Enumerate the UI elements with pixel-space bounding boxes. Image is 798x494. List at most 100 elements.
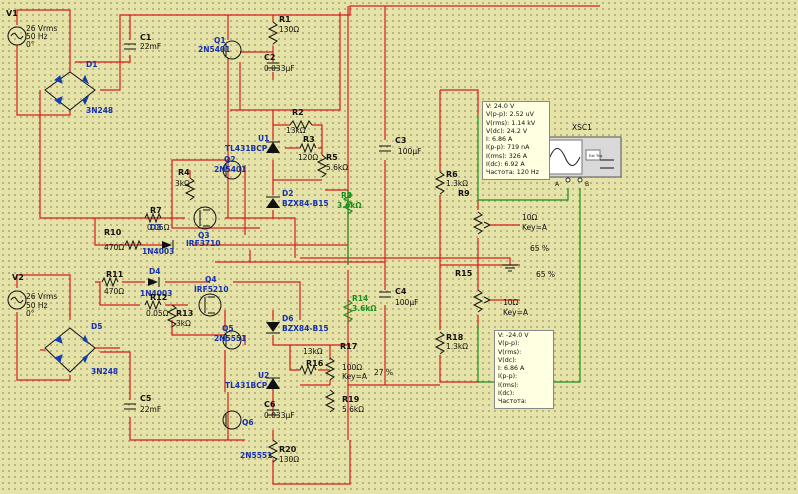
resistor-r13[interactable]: R13 3kΩ — [166, 304, 193, 328]
svg-text:470Ω: 470Ω — [104, 287, 124, 296]
svg-text:3kΩ: 3kΩ — [175, 179, 190, 188]
potentiometer-r9[interactable]: R9 10Ω Key=A 65 % — [458, 189, 549, 253]
resistor-r16[interactable]: R16 13kΩ — [299, 347, 324, 376]
svg-text:5.6kΩ: 5.6kΩ — [342, 405, 364, 414]
svg-text:13kΩ: 13kΩ — [303, 347, 323, 356]
diode-d4[interactable]: D4 1N4003 — [140, 267, 172, 298]
svg-text:50 Hz: 50 Hz — [26, 301, 48, 310]
probe-line: V: -24.0 V — [498, 332, 529, 339]
svg-text:U2: U2 — [258, 371, 269, 380]
svg-text:R12: R12 — [150, 293, 167, 302]
svg-text:Key=A: Key=A — [522, 223, 548, 232]
svg-text:Q6: Q6 — [242, 418, 254, 427]
diode-d3[interactable]: D3 1N4003 — [142, 223, 174, 256]
svg-text:Q5: Q5 — [222, 324, 234, 333]
probe-line: I(dc): 6.92 A — [486, 161, 525, 169]
svg-text:0.033µF: 0.033µF — [264, 411, 295, 420]
svg-text:3.6kΩ: 3.6kΩ — [352, 304, 377, 313]
capacitor-c4[interactable]: C4 100µF — [379, 287, 418, 307]
resistor-r14[interactable]: R14 3.6kΩ — [342, 294, 377, 323]
transistor-q4[interactable]: Q4 IRF5210 — [194, 275, 229, 317]
svg-text:R17: R17 — [340, 342, 357, 351]
transistor-q6[interactable]: Q6 2N5551 — [222, 410, 272, 460]
svg-text:100Ω: 100Ω — [342, 363, 362, 372]
resistor-r3[interactable]: R3 120Ω — [298, 135, 318, 162]
diode-d2[interactable]: D2 BZX84-B15 — [266, 189, 329, 208]
bridge-d1[interactable]: D1 3N248 — [44, 60, 113, 115]
svg-text:3.6kΩ: 3.6kΩ — [337, 201, 362, 210]
svg-text:R20: R20 — [279, 445, 297, 454]
resistor-r6[interactable]: R6 1.3kΩ — [434, 170, 468, 195]
source-v2[interactable]: 26 Vrms 50 Hz 0° V2 — [7, 273, 57, 318]
svg-text:3N248: 3N248 — [86, 106, 113, 115]
resistor-r7[interactable]: R7 0.05Ω — [144, 206, 170, 232]
probe-line: V(rms): 1.14 kV — [486, 119, 536, 127]
capacitor-c3[interactable]: C3 100µF — [379, 136, 421, 156]
resistor-r4[interactable]: R4 3kΩ — [175, 168, 196, 201]
resistor-r11[interactable]: R11 470Ω — [101, 270, 124, 296]
svg-text:R13: R13 — [176, 309, 193, 318]
probe-line: Частота: 120 Hz — [486, 169, 539, 177]
regulator-u1[interactable]: U1 TL431BCP — [225, 134, 280, 153]
regulator-u2[interactable]: U2 TL431BCP — [225, 371, 280, 390]
ground-icon — [502, 264, 518, 272]
probe-line: I(rms): 326 A — [486, 152, 528, 160]
svg-text:13kΩ: 13kΩ — [286, 126, 306, 135]
svg-text:26 Vrms: 26 Vrms — [26, 292, 57, 301]
diode-d6[interactable]: D6 BZX84-B15 — [266, 314, 329, 334]
capacitor-c5[interactable]: C5 22mF — [124, 394, 161, 414]
svg-text:BZX84-B15: BZX84-B15 — [282, 324, 329, 333]
svg-text:D5: D5 — [91, 322, 102, 331]
svg-text:R16: R16 — [306, 359, 324, 368]
svg-text:C3: C3 — [395, 136, 406, 145]
svg-text:100µF: 100µF — [398, 147, 421, 156]
svg-text:C5: C5 — [140, 394, 152, 403]
svg-text:D6: D6 — [282, 314, 293, 323]
svg-text:R1: R1 — [279, 15, 291, 24]
svg-text:V2: V2 — [12, 273, 24, 282]
svg-text:C6: C6 — [264, 400, 276, 409]
resistor-r5[interactable]: R5 5.6kΩ — [316, 153, 348, 178]
svg-text:R6: R6 — [446, 170, 458, 179]
oscilloscope-xsc1[interactable]: XSC1 Ext Trig A B — [544, 123, 622, 188]
transistor-q1[interactable]: Q1 2N5401 — [198, 36, 242, 60]
svg-text:5.6kΩ: 5.6kΩ — [326, 163, 348, 172]
resistor-r20[interactable]: R20 130Ω — [267, 439, 299, 464]
svg-text:Q4: Q4 — [205, 275, 217, 284]
transistor-q3[interactable]: Q3 IRF3710 — [186, 206, 221, 248]
svg-text:22mF: 22mF — [140, 405, 161, 414]
svg-text:R11: R11 — [106, 270, 124, 279]
capacitor-c1[interactable]: C1 22mF — [124, 33, 161, 51]
potentiometer-r15[interactable]: R15 10Ω Key=A 65 % — [455, 269, 555, 317]
svg-text:B: B — [585, 181, 589, 188]
resistor-r10[interactable]: R10 470Ω — [104, 228, 142, 252]
probe-line: V(dc): 24.2 V — [486, 127, 528, 135]
resistor-r12[interactable]: R12 0.05Ω — [144, 293, 169, 318]
resistor-r1[interactable]: R1 130Ω — [267, 15, 299, 45]
resistor-r8[interactable]: R8 3.6kΩ — [337, 191, 362, 215]
capacitor-c6[interactable]: C6 0.033µF — [264, 400, 295, 420]
probe-line: V: 24.0 V — [486, 103, 515, 110]
bridge-d5[interactable]: D5 3N248 — [44, 322, 118, 376]
resistor-r19[interactable]: R19 5.6kΩ — [324, 389, 364, 414]
svg-text:C1: C1 — [140, 33, 152, 42]
transistor-q2[interactable]: Q2 2N5401 — [214, 155, 246, 180]
potentiometer-r17[interactable]: R17 100Ω Key=A 27 % — [324, 342, 393, 381]
svg-text:130Ω: 130Ω — [279, 25, 299, 34]
svg-text:26 Vrms: 26 Vrms — [26, 24, 57, 33]
source-v1[interactable]: 26 Vrms 50 Hz 0° V1 — [6, 9, 57, 49]
svg-text:R4: R4 — [178, 168, 190, 177]
resistor-r18[interactable]: R18 1.3kΩ — [434, 331, 468, 355]
capacitor-c2[interactable]: C2 0.033µF — [264, 53, 295, 73]
svg-text:1.3kΩ: 1.3kΩ — [446, 179, 468, 188]
svg-text:C4: C4 — [395, 287, 407, 296]
svg-text:D3: D3 — [150, 223, 161, 232]
resistor-r2[interactable]: R2 13kΩ — [286, 108, 313, 135]
transistor-q5[interactable]: Q5 2N5551 — [214, 324, 246, 350]
svg-text:D1: D1 — [86, 60, 97, 69]
svg-text:Ext Trig: Ext Trig — [589, 154, 602, 158]
